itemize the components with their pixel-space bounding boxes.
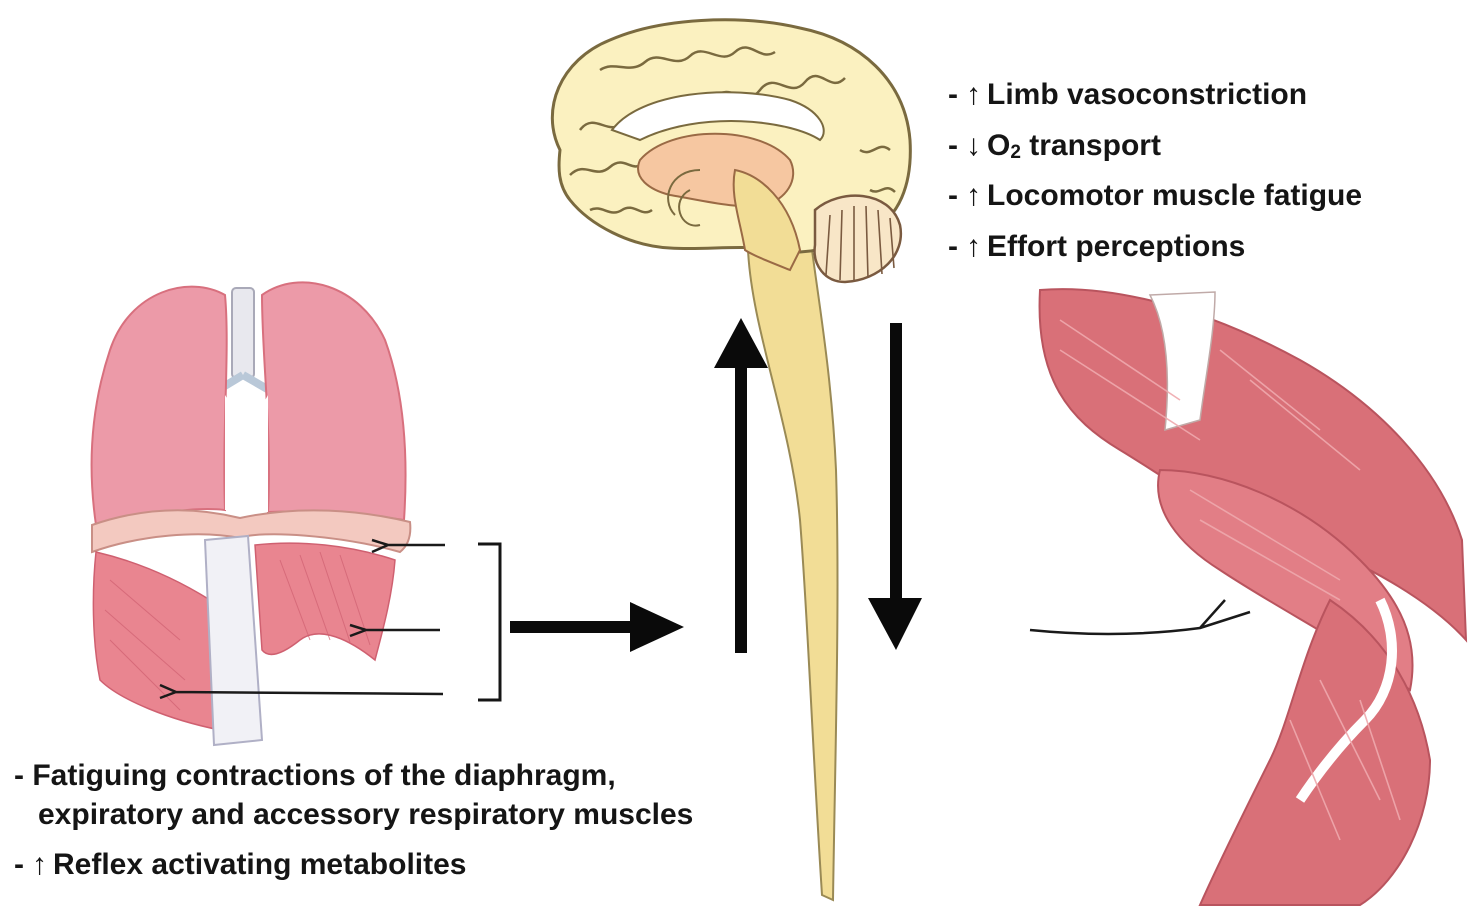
respiratory-line-3: -↑Reflex activating metabolites xyxy=(14,845,693,884)
respiratory-line-1: - Fatiguing contractions of the diaphrag… xyxy=(14,756,693,795)
effect-text-suffix: transport xyxy=(1021,129,1161,162)
effect-text-prefix: O xyxy=(987,129,1010,162)
effect-text: Limb vasoconstriction xyxy=(987,78,1307,111)
effect-text-subscript: 2 xyxy=(1010,142,1021,163)
spinal-cord xyxy=(748,250,838,900)
effect-item-vasoconstriction: -↑Limb vasoconstriction xyxy=(948,70,1362,121)
brain-sagittal-illustration xyxy=(552,20,910,282)
systemic-effects-list: -↑Limb vasoconstriction -↓O2 transport -… xyxy=(948,70,1362,272)
up-arrow-icon: ↑ xyxy=(966,171,981,222)
bullet: - xyxy=(948,179,958,212)
bracket xyxy=(478,544,500,700)
up-arrow-icon: ↑ xyxy=(32,845,47,884)
bullet: - xyxy=(948,129,958,162)
bullet: - xyxy=(14,759,24,792)
respiratory-text-3: Reflex activating metabolites xyxy=(53,848,466,881)
trachea xyxy=(232,288,254,378)
bullet: - xyxy=(948,230,958,263)
up-arrow-icon: ↑ xyxy=(966,70,981,121)
respiratory-text-1: Fatiguing contractions of the diaphragm, xyxy=(32,759,615,792)
effect-item-locomotor-fatigue: -↑Locomotor muscle fatigue xyxy=(948,171,1362,222)
effect-item-o2-transport: -↓O2 transport xyxy=(948,121,1362,172)
crus-muscle xyxy=(255,543,395,660)
lungs-illustration xyxy=(92,282,445,745)
respiratory-line-2: expiratory and accessory respiratory mus… xyxy=(14,795,693,834)
diaphragm-muscle xyxy=(93,552,220,730)
up-arrow-icon xyxy=(714,318,768,653)
down-arrow-icon xyxy=(868,323,922,650)
down-arrow-icon: ↓ xyxy=(966,121,981,172)
spine xyxy=(205,536,262,745)
up-arrow-icon: ↑ xyxy=(966,222,981,273)
respiratory-text-2: expiratory and accessory respiratory mus… xyxy=(38,798,693,831)
right-arrow-icon xyxy=(510,602,684,652)
leg-nerve xyxy=(1030,600,1250,634)
diaphragm xyxy=(92,510,410,552)
bullet: - xyxy=(14,848,24,881)
left-lung xyxy=(262,282,406,520)
leg-muscle-illustration xyxy=(1030,289,1466,905)
cerebellum xyxy=(815,196,901,282)
right-lung xyxy=(92,287,227,525)
effect-item-effort-perceptions: -↑Effort perceptions xyxy=(948,222,1362,273)
respiratory-effects-text: - Fatiguing contractions of the diaphrag… xyxy=(14,756,693,884)
effect-text: Locomotor muscle fatigue xyxy=(987,179,1362,212)
bullet: - xyxy=(948,78,958,111)
effect-text: Effort perceptions xyxy=(987,230,1245,263)
